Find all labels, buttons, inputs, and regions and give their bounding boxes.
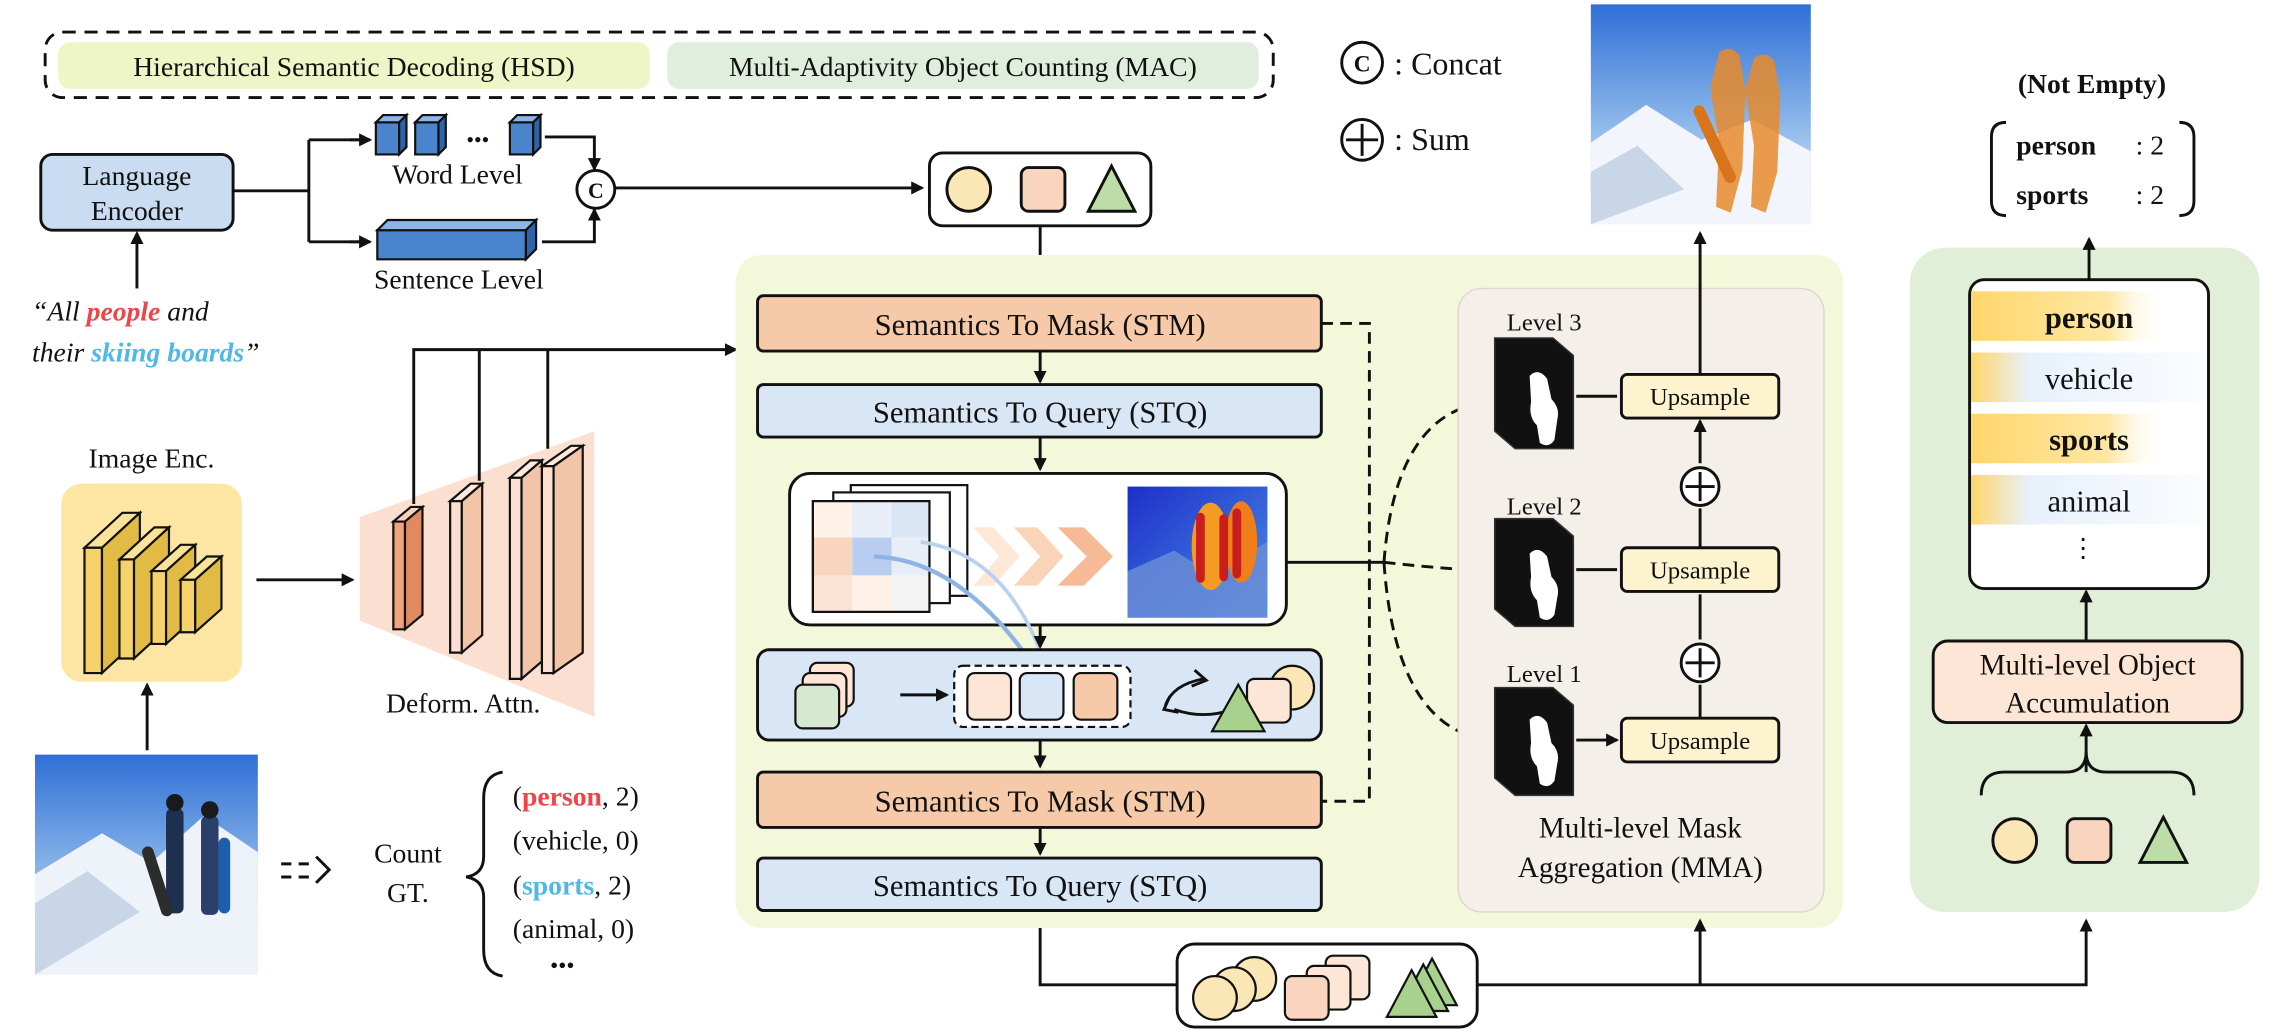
not-empty-label: (Not Empty) bbox=[2018, 68, 2166, 99]
square-token-icon bbox=[1019, 166, 1067, 213]
category-person: person bbox=[2045, 301, 2133, 335]
stm-block-2-label: Semantics To Mask (STM) bbox=[875, 784, 1206, 818]
query-word-skiing-boards: skiing boards bbox=[90, 336, 244, 367]
upsample-label: Upsample bbox=[1650, 557, 1750, 584]
language-encoder-line1: Language bbox=[82, 160, 191, 191]
stq-block-2-label: Semantics To Query (STQ) bbox=[873, 869, 1207, 903]
concat-icon bbox=[1340, 40, 1384, 85]
count-gt-label-line2: GT. bbox=[387, 877, 429, 908]
query-text-line1: “All people and bbox=[32, 295, 209, 326]
attention-visualization bbox=[788, 472, 1384, 670]
count-result: person : 2 sports : 2 bbox=[1989, 120, 2196, 218]
object-accumulation-block bbox=[1931, 639, 2244, 725]
legend-frame bbox=[43, 30, 1275, 100]
result-category-sports: sports bbox=[2016, 179, 2088, 210]
mask-level-2 bbox=[1493, 517, 1575, 628]
legend: Hierarchical Semantic Decoding (HSD) Mul… bbox=[43, 30, 1502, 162]
count-gt-ellipsis: ••• bbox=[550, 953, 574, 979]
count-gt-item: (sports, 2) bbox=[513, 869, 631, 900]
concat-node-letter: C bbox=[588, 179, 604, 203]
level-2-label: Level 2 bbox=[1507, 493, 1582, 520]
stq-block-2 bbox=[756, 856, 1323, 912]
brace bbox=[465, 770, 503, 978]
category-list: person vehicle sports animal ⋮ bbox=[1968, 278, 2210, 591]
mac-legend-label: Multi-Adaptivity Object Counting (MAC) bbox=[729, 51, 1197, 82]
mask-level-3 bbox=[1493, 337, 1575, 450]
input-image bbox=[34, 754, 258, 975]
accumulated-tokens bbox=[1991, 814, 2190, 864]
object-accumulation-line1: Multi-level Object bbox=[1980, 649, 2196, 681]
category-ellipsis: ⋮ bbox=[2070, 533, 2096, 562]
circle-token-icon bbox=[945, 166, 993, 213]
chevron-arrows-icon bbox=[973, 527, 1113, 586]
count-ground-truth: Count GT. (person, 2) (vehicle, 0) (spor… bbox=[281, 770, 639, 979]
concat-icon-letter: C bbox=[1354, 51, 1371, 77]
dashed-arrow-icon bbox=[281, 855, 332, 884]
hsd-legend-label: Hierarchical Semantic Decoding (HSD) bbox=[133, 51, 575, 82]
result-count-sports: : 2 bbox=[2136, 179, 2164, 210]
level-1-label: Level 1 bbox=[1507, 661, 1582, 688]
stq-block-1-label: Semantics To Query (STQ) bbox=[873, 395, 1207, 429]
hsd-legend-swatch bbox=[58, 42, 650, 89]
word-level-ellipsis: ••• bbox=[466, 128, 489, 152]
count-gt-label-line1: Count bbox=[374, 837, 442, 868]
stm-block-1-label: Semantics To Mask (STM) bbox=[875, 308, 1206, 342]
upsample-label: Upsample bbox=[1650, 728, 1750, 755]
mac-legend-swatch bbox=[667, 42, 1259, 89]
word-level-tokens: ••• bbox=[373, 112, 544, 158]
query-update-block bbox=[756, 648, 1323, 742]
upsample-block-1 bbox=[1619, 716, 1781, 764]
output-segmentation-image bbox=[1590, 4, 1811, 225]
result-count-person: : 2 bbox=[2136, 129, 2164, 160]
count-gt-item: (vehicle, 0) bbox=[513, 824, 639, 855]
mma-title-line2: Aggregation (MMA) bbox=[1518, 852, 1763, 884]
level-3-label: Level 3 bbox=[1507, 310, 1582, 337]
concat-node-icon bbox=[575, 168, 617, 210]
object-accumulation-line2: Accumulation bbox=[2005, 687, 2170, 719]
sentence-level-label: Sentence Level bbox=[374, 263, 544, 294]
triangle-token-icon bbox=[1085, 162, 1138, 213]
image-encoder-label: Image Enc. bbox=[89, 443, 215, 474]
query-text-line2: their skiing boards” bbox=[32, 336, 259, 367]
language-encoder-line2: Encoder bbox=[91, 195, 183, 226]
category-sports: sports bbox=[2049, 423, 2129, 457]
concat-legend-label: : Concat bbox=[1394, 45, 1502, 81]
attention-grid bbox=[811, 500, 931, 613]
image-encoder-block: Image Enc. bbox=[61, 443, 355, 751]
category-animal: animal bbox=[2047, 484, 2130, 518]
query-word-people: people bbox=[85, 295, 161, 326]
upsample-label: Upsample bbox=[1650, 384, 1750, 411]
language-encoder-block: Language Encoder “All people and their s… bbox=[32, 112, 925, 367]
mask-level-1 bbox=[1493, 686, 1575, 797]
word-level-label: Word Level bbox=[392, 159, 523, 190]
sum-legend-label: : Sum bbox=[1394, 121, 1470, 157]
count-gt-item: (person, 2) bbox=[513, 781, 639, 812]
deform-attn-label: Deform. Attn. bbox=[386, 687, 540, 718]
attention-arrow bbox=[874, 554, 1037, 670]
merge-brace bbox=[1979, 751, 2196, 796]
category-vehicle: vehicle bbox=[2045, 362, 2133, 396]
multi-level-tokens bbox=[1175, 942, 1479, 1029]
sentence-level-token bbox=[374, 217, 539, 262]
result-category-person: person bbox=[2016, 129, 2096, 160]
mma-title-line1: Multi-level Mask bbox=[1539, 813, 1742, 845]
semantic-query-tokens bbox=[927, 151, 1153, 228]
count-gt-item: (animal, 0) bbox=[513, 913, 634, 944]
deformable-attention-block: Deform. Attn. bbox=[359, 343, 738, 718]
